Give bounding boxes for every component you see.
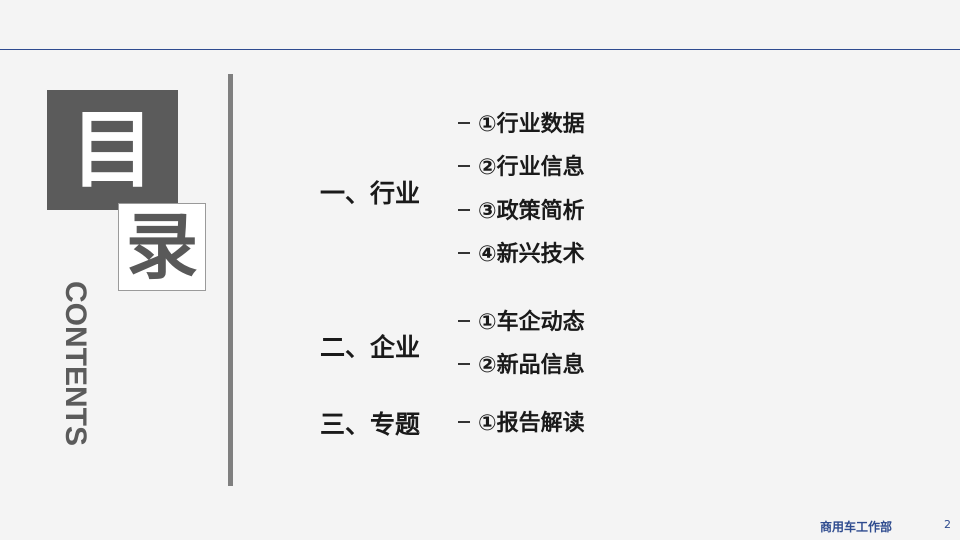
- section-label-special[interactable]: 三、专题: [320, 410, 421, 439]
- toc-item-industry-info[interactable]: ②行业信息: [458, 149, 585, 181]
- toc-item-report-reading[interactable]: ①报告解读: [458, 405, 585, 437]
- section-label-enterprise[interactable]: 二、企业: [320, 333, 421, 362]
- title-char-mu: 目: [70, 101, 155, 199]
- dash-icon: [458, 165, 470, 167]
- toc-item-label: ①行业数据: [478, 112, 585, 137]
- title-block-mu: 目: [47, 90, 178, 210]
- vertical-divider: [228, 74, 233, 486]
- title-char-lu: 录: [125, 205, 198, 289]
- toc-item-new-products[interactable]: ②新品信息: [458, 347, 585, 379]
- dash-icon: [458, 209, 470, 211]
- toc-item-policy-analysis[interactable]: ③政策简析: [458, 193, 585, 225]
- dash-icon: [458, 320, 470, 322]
- page-number: 2: [944, 518, 951, 531]
- dash-icon: [458, 421, 470, 423]
- toc-item-label: ①报告解读: [478, 411, 585, 436]
- toc-item-label: ④新兴技术: [478, 242, 585, 267]
- toc-item-oem-news[interactable]: ①车企动态: [458, 304, 585, 336]
- footer-department: 商用车工作部: [820, 520, 893, 534]
- dash-icon: [458, 122, 470, 124]
- section-label-industry[interactable]: 一、行业: [320, 179, 421, 208]
- title-block-lu: 录: [118, 203, 206, 291]
- toc-item-label: ①车企动态: [478, 310, 585, 335]
- contents-vertical-label: CONTENTS: [59, 280, 92, 446]
- toc-item-label: ②新品信息: [478, 353, 585, 378]
- header-rule: [0, 49, 960, 50]
- toc-item-emerging-tech[interactable]: ④新兴技术: [458, 236, 585, 268]
- dash-icon: [458, 363, 470, 365]
- toc-item-label: ②行业信息: [478, 155, 585, 180]
- dash-icon: [458, 252, 470, 254]
- toc-item-industry-data[interactable]: ①行业数据: [458, 106, 585, 138]
- toc-item-label: ③政策简析: [478, 199, 585, 224]
